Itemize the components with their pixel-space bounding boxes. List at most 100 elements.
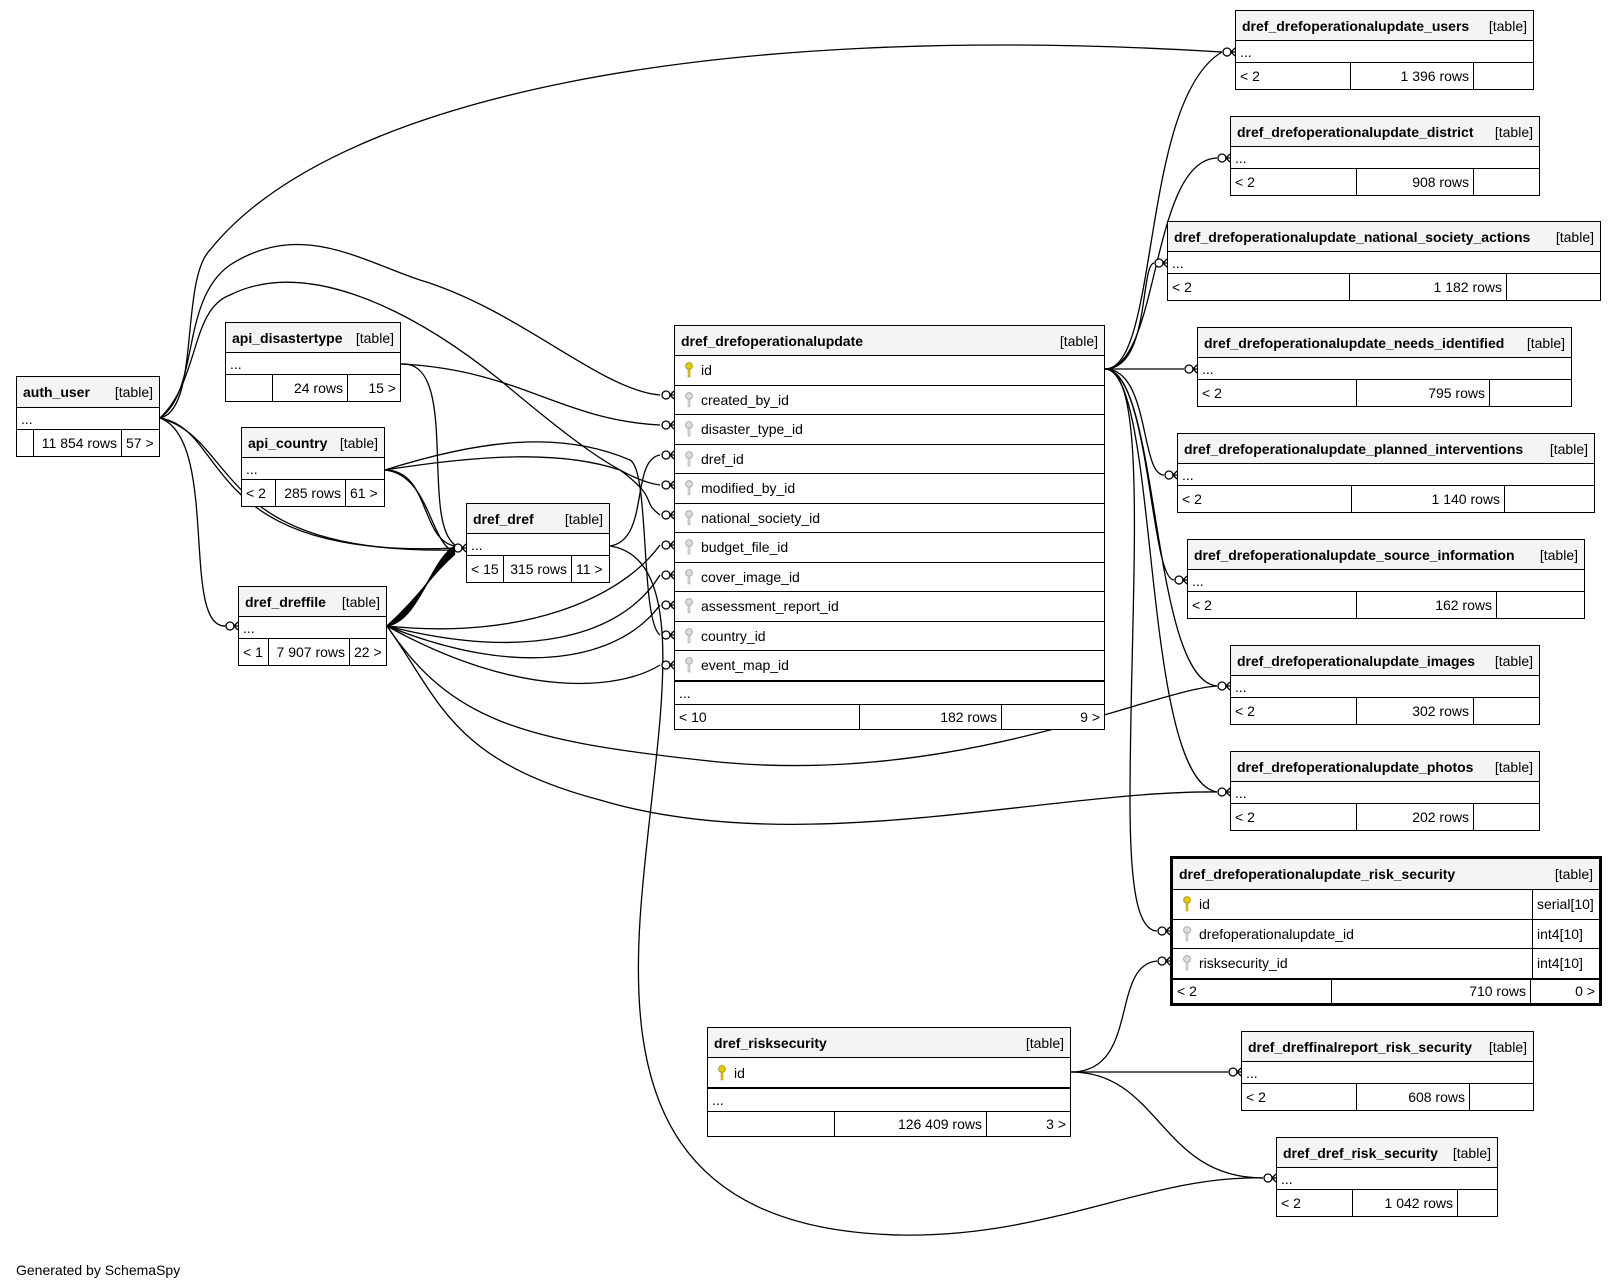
row-count: 908 rows — [1357, 169, 1474, 195]
table-name[interactable]: dref_drefoperationalupdate_needs_identif… — [1204, 334, 1505, 351]
table-name[interactable]: dref_dreffile — [245, 593, 326, 610]
table-dref-drefoperationalupdate[interactable]: dref_drefoperationalupdate [table] id cr… — [674, 325, 1105, 730]
table-name[interactable]: dref_drefoperationalupdate_risk_security — [1179, 866, 1456, 882]
table-name[interactable]: dref_dref — [473, 510, 534, 527]
children-count[interactable] — [1474, 804, 1539, 830]
table-stats: < 2 202 rows — [1231, 804, 1539, 830]
column-row-modified-by-id[interactable]: modified_by_id — [675, 474, 1104, 504]
parents-count[interactable] — [17, 430, 34, 456]
table-name[interactable]: dref_dreffinalreport_risk_security — [1248, 1038, 1473, 1055]
children-count[interactable] — [1505, 486, 1594, 512]
table-name[interactable]: auth_user — [23, 384, 90, 400]
primary-key-icon — [681, 362, 697, 378]
table-dref-drefoperationalupdate-users[interactable]: dref_drefoperationalupdate_users [table]… — [1235, 10, 1534, 90]
children-count[interactable]: 57 > — [126, 435, 154, 451]
parents-count[interactable]: < 2 — [1231, 804, 1357, 830]
parents-count[interactable]: < 2 — [1277, 1190, 1353, 1216]
table-name[interactable]: dref_risksecurity — [714, 1034, 827, 1051]
parents-count[interactable] — [708, 1112, 835, 1136]
parents-count[interactable]: < 2 — [1236, 63, 1351, 89]
column-row-id[interactable]: id — [675, 356, 1104, 386]
children-count[interactable]: 11 > — [576, 561, 603, 577]
children-count[interactable] — [1474, 698, 1539, 724]
line-risksecurity-risk-security — [1070, 960, 1158, 1073]
children-count[interactable]: 9 > — [1080, 708, 1100, 725]
table-name[interactable]: dref_drefoperationalupdate_photos — [1237, 758, 1474, 775]
table-dref-dreffinalreport-risk-security[interactable]: dref_dreffinalreport_risk_security [tabl… — [1241, 1031, 1534, 1111]
more-columns: ... — [1188, 570, 1584, 592]
children-count[interactable]: 15 > — [368, 380, 396, 396]
parents-count[interactable]: < 2 — [1242, 1084, 1357, 1110]
column-row-national-society-id[interactable]: national_society_id — [675, 504, 1104, 533]
more-columns: ... — [226, 353, 400, 375]
parents-count[interactable]: < 15 — [467, 556, 504, 582]
table-dref-dref[interactable]: dref_dref [table] ... < 15 315 rows 11 > — [466, 503, 610, 583]
table-name[interactable]: api_disastertype — [232, 329, 343, 346]
children-count[interactable] — [1507, 274, 1600, 300]
children-count[interactable] — [1497, 592, 1584, 618]
table-api-disastertype[interactable]: api_disastertype [table] ... 24 rows 15 … — [225, 322, 401, 402]
column-row-drefoperationalupdate-id[interactable]: drefoperationalupdate_id int4[10] — [1173, 919, 1599, 949]
parents-count[interactable]: < 1 — [239, 639, 269, 665]
table-name[interactable]: dref_drefoperationalupdate_district — [1237, 123, 1474, 140]
parents-count[interactable]: < 2 — [242, 480, 276, 506]
table-dref-drefoperationalupdate-district[interactable]: dref_drefoperationalupdate_district [tab… — [1230, 116, 1540, 196]
column-row-risksecurity-id[interactable]: risksecurity_id int4[10] — [1173, 949, 1599, 979]
table-name[interactable]: dref_drefoperationalupdate_planned_inter… — [1184, 440, 1524, 457]
children-count[interactable] — [1458, 1190, 1497, 1216]
table-name[interactable]: dref_drefoperationalupdate — [681, 332, 864, 349]
parents-count[interactable] — [226, 375, 273, 401]
parents-count[interactable]: < 2 — [1231, 698, 1357, 724]
table-dref-drefoperationalupdate-national-society-actions[interactable]: dref_drefoperationalupdate_national_soci… — [1167, 221, 1601, 301]
table-dref-risksecurity[interactable]: dref_risksecurity [table] id ... 126 409… — [707, 1027, 1071, 1137]
table-dref-drefoperationalupdate-planned-interventions[interactable]: dref_drefoperationalupdate_planned_inter… — [1177, 433, 1595, 513]
table-stats: < 15 315 rows 11 > — [467, 556, 609, 582]
children-count[interactable]: 3 > — [1046, 1116, 1066, 1132]
column-row-dref-id[interactable]: dref_id — [675, 445, 1104, 474]
table-dref-drefoperationalupdate-source-information[interactable]: dref_drefoperationalupdate_source_inform… — [1187, 539, 1585, 619]
children-count[interactable] — [1470, 1084, 1533, 1110]
table-dref-dref-risk-security[interactable]: dref_dref_risk_security [table] ... < 2 … — [1276, 1137, 1498, 1217]
parents-count[interactable]: < 2 — [1168, 274, 1350, 300]
table-name[interactable]: dref_drefoperationalupdate_source_inform… — [1194, 546, 1515, 563]
table-name[interactable]: dref_drefoperationalupdate_national_soci… — [1174, 228, 1531, 245]
parents-count[interactable]: < 2 — [1173, 979, 1332, 1003]
parents-count[interactable]: < 2 — [1178, 486, 1352, 512]
column-row-id[interactable]: id serial[10] — [1173, 890, 1599, 920]
column-row-id[interactable]: id — [708, 1058, 1070, 1088]
children-count[interactable] — [1474, 169, 1539, 195]
table-dref-dreffile[interactable]: dref_dreffile [table] ... < 1 7 907 rows… — [238, 586, 387, 666]
column-row-disaster-type-id[interactable]: disaster_type_id — [675, 415, 1104, 445]
column-row-created-by-id[interactable]: created_by_id — [675, 386, 1104, 415]
column-row-cover-image-id[interactable]: cover_image_id — [675, 563, 1104, 592]
parents-count[interactable]: < 2 — [1231, 169, 1357, 195]
table-name[interactable]: dref_dref_risk_security — [1283, 1144, 1438, 1161]
children-count[interactable] — [1490, 380, 1571, 406]
children-count[interactable] — [1474, 63, 1533, 89]
table-dref-drefoperationalupdate-photos[interactable]: dref_drefoperationalupdate_photos [table… — [1230, 751, 1540, 831]
table-name[interactable]: dref_drefoperationalupdate_images — [1237, 652, 1476, 669]
table-dref-drefoperationalupdate-images[interactable]: dref_drefoperationalupdate_images [table… — [1230, 645, 1540, 725]
table-auth-user[interactable]: auth_user [table] ... 11 854 rows 57 > — [16, 376, 160, 457]
line-dreffile-assessment — [386, 604, 661, 659]
row-count: 11 854 rows — [34, 430, 122, 456]
column-type: serial[10] — [1532, 890, 1599, 919]
more-columns: ... — [1198, 358, 1571, 380]
table-name[interactable]: api_country — [248, 434, 328, 451]
table-name[interactable]: dref_drefoperationalupdate_users — [1242, 17, 1470, 34]
table-api-country[interactable]: api_country [table] ... < 2 285 rows 61 … — [241, 427, 385, 507]
column-row-country-id[interactable]: country_id — [675, 622, 1104, 651]
children-count[interactable]: 22 > — [354, 644, 382, 660]
column-row-assessment-report-id[interactable]: assessment_report_id — [675, 592, 1104, 622]
parents-count[interactable]: < 2 — [1198, 380, 1357, 406]
table-dref-drefoperationalupdate-needs-identified[interactable]: dref_drefoperationalupdate_needs_identif… — [1197, 327, 1572, 407]
column-row-event-map-id[interactable]: event_map_id — [675, 651, 1104, 681]
children-count[interactable]: 0 > — [1575, 983, 1595, 999]
line-country-to-country-id — [384, 441, 661, 636]
row-count: 1 182 rows — [1350, 274, 1507, 300]
parents-count[interactable]: < 10 — [675, 704, 860, 729]
table-dref-drefoperationalupdate-risk-security[interactable]: dref_drefoperationalupdate_risk_security… — [1170, 856, 1602, 1006]
column-row-budget-file-id[interactable]: budget_file_id — [675, 533, 1104, 563]
parents-count[interactable]: < 2 — [1188, 592, 1357, 618]
children-count[interactable]: 61 > — [350, 485, 378, 501]
